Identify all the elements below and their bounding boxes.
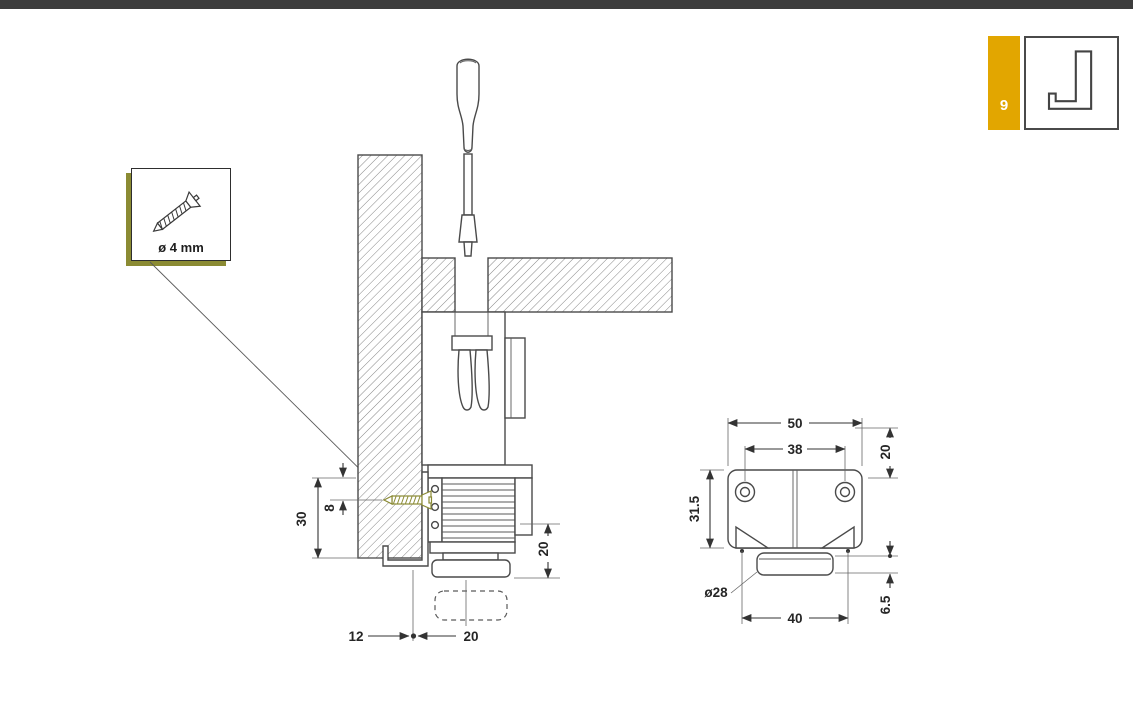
dim-foot-diameter: ø28 [704,585,728,600]
dim-foot-height: 20 [536,541,551,556]
dim-hole-spacing: 38 [787,442,803,457]
leveler-body [427,464,533,621]
plinth-clip-bracket-icon [1047,50,1093,110]
wedge-right [819,525,855,549]
dim-foot-height-front: 6.5 [878,595,893,614]
top-bar [0,0,1133,9]
side-view-dimensions: 30 8 20 12 20 [294,463,560,644]
dim-top-height: 20 [878,444,893,459]
dim-base-width: 40 [787,611,802,626]
front-view: 50 38 20 31.5 ø28 40 [687,416,898,626]
leveler-foot-front [756,552,834,576]
dim-screw-offset: 8 [322,504,337,512]
dim-offset-left: 12 [348,629,363,644]
bottom-panel-right [487,257,673,313]
leveler-plate [727,469,863,549]
countersunk-screw-icon [152,190,202,232]
leveler-housing [421,311,526,466]
side-panel-section [357,154,423,559]
dim-panel-overlap: 30 [294,511,309,526]
part-icon-box [1024,36,1119,130]
step-badge: 9 [988,36,1020,130]
screw-callout: ø 4 mm [131,168,231,261]
screw-diameter-label: ø 4 mm [158,240,204,255]
callout-leader-line [149,261,389,498]
wedge-left [735,525,771,549]
front-view-dimensions: 50 38 20 31.5 ø28 40 [687,416,898,626]
screwdriver [456,58,480,257]
mounting-screw [382,490,433,510]
bottom-panel-left [421,257,456,313]
dim-offset-right: 20 [463,629,478,644]
dim-body-width: 50 [787,416,802,431]
side-view: 30 8 20 12 20 [294,58,673,644]
step-number: 9 [999,97,1009,114]
dim-body-height: 31.5 [687,495,702,522]
foot-extended-position [434,590,508,621]
